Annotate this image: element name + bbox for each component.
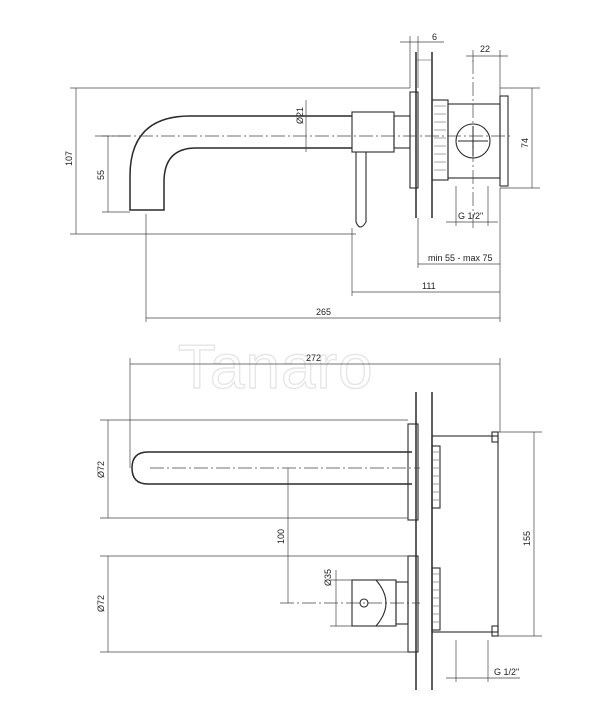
svg-text:Ø72: Ø72 xyxy=(96,461,106,478)
dim-thread-top: G 1/2" xyxy=(446,640,520,682)
svg-text:74: 74 xyxy=(520,138,530,148)
dim-thread-side: G 1/2" xyxy=(446,186,498,226)
spout-side xyxy=(129,111,411,211)
svg-text:G 1/2": G 1/2" xyxy=(494,667,519,677)
svg-text:155: 155 xyxy=(522,531,532,546)
svg-text:Ø35: Ø35 xyxy=(323,569,333,586)
dim-spout-diameter: Ø21 xyxy=(295,100,307,152)
svg-text:107: 107 xyxy=(64,151,74,166)
dim-box-height-side: 74 xyxy=(500,87,540,189)
top-view: 272 Ø72 100 xyxy=(96,353,542,690)
valve-box-top xyxy=(431,431,499,637)
dim-spacing: 100 xyxy=(276,468,289,603)
dim-overall-length-top: 272 xyxy=(129,353,501,468)
dim-wall-thickness: 6 xyxy=(400,32,444,88)
wall-plate-handle xyxy=(407,555,419,653)
svg-text:111: 111 xyxy=(422,281,436,291)
svg-text:265: 265 xyxy=(316,307,331,317)
svg-text:min 55 - max 75: min 55 - max 75 xyxy=(428,253,493,263)
dim-height-total: 107 xyxy=(64,87,410,235)
dim-handle-diameter: Ø35 xyxy=(323,569,352,627)
watermark-logo: Tanaro xyxy=(178,333,374,402)
side-view: 6 22 107 55 Ø21 xyxy=(64,32,540,322)
dim-overall-length-side: 265 xyxy=(145,214,501,322)
handle-top xyxy=(351,555,419,653)
wall-plate-spout xyxy=(407,423,419,521)
spout-collar-side xyxy=(351,111,395,153)
spout-top xyxy=(131,423,419,521)
valve-box-side xyxy=(431,95,509,187)
svg-text:55: 55 xyxy=(96,170,106,180)
dim-depth-range: min 55 - max 75 xyxy=(417,188,501,268)
dim-spout-drop: 55 xyxy=(96,135,130,213)
handle-lever-side xyxy=(355,152,367,228)
svg-text:6: 6 xyxy=(432,32,437,42)
svg-text:Ø21: Ø21 xyxy=(295,107,305,124)
wall-plate-side xyxy=(409,91,419,189)
dim-box-height-top: 155 xyxy=(498,431,542,637)
svg-text:22: 22 xyxy=(480,44,490,54)
dim-spout-width: Ø72 xyxy=(96,419,408,519)
dim-handle-width: Ø72 xyxy=(96,555,408,653)
svg-text:Ø72: Ø72 xyxy=(96,595,106,612)
svg-text:100: 100 xyxy=(276,529,286,544)
svg-text:G 1/2": G 1/2" xyxy=(458,211,483,221)
dim-handle-to-back: 111 xyxy=(351,228,501,296)
svg-text:272: 272 xyxy=(306,353,321,363)
